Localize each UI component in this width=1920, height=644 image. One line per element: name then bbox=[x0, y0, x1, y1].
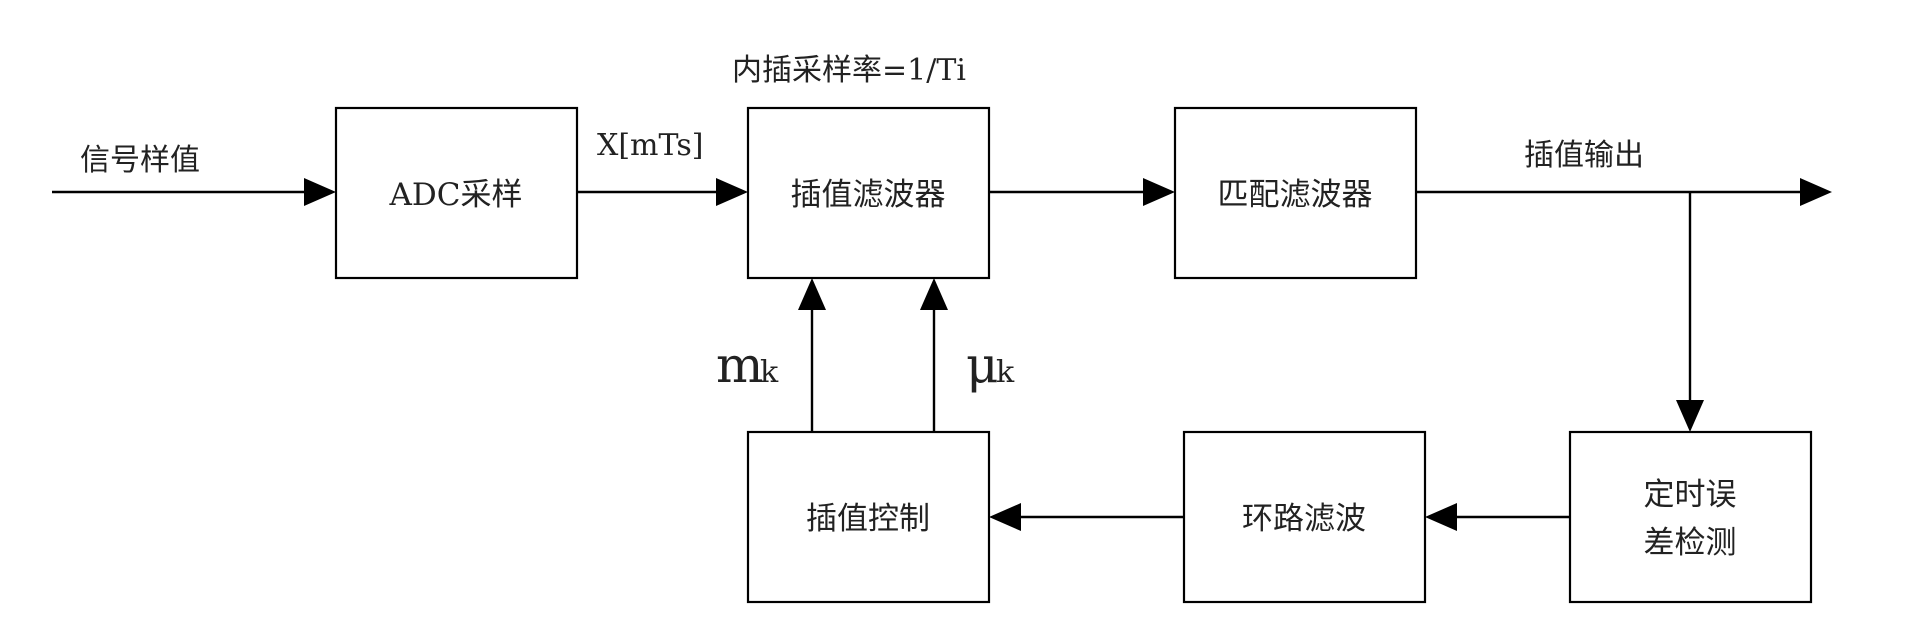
interpolation-control-block: 插值控制 bbox=[746, 430, 991, 604]
timing-error-detector-label-line1: 定时误 bbox=[1644, 477, 1737, 513]
timing-error-detector-block: 定时误 差检测 bbox=[1568, 430, 1813, 604]
interpolation-filter-label: 插值滤波器 bbox=[791, 177, 946, 213]
matched-filter-label: 匹配滤波器 bbox=[1218, 177, 1373, 213]
interpolation-filter-block: 插值滤波器 bbox=[746, 106, 991, 280]
interpolated-output-label: 插值输出 bbox=[1524, 138, 1644, 173]
feedback-branch-arrow bbox=[1676, 192, 1704, 432]
output-arrow bbox=[1416, 178, 1832, 206]
adc-sampling-label: ADC采样 bbox=[389, 177, 523, 213]
detector-to-loop-filter-arrow bbox=[1425, 503, 1570, 531]
loop-filter-label: 环路滤波 bbox=[1242, 501, 1366, 537]
loop-filter-to-interpolation-control-arrow bbox=[989, 503, 1184, 531]
muk-control-arrow bbox=[920, 278, 948, 432]
input-signal-arrow bbox=[52, 178, 336, 206]
mk-symbol: m bbox=[716, 336, 763, 394]
adc-to-interpolation-filter-arrow bbox=[577, 178, 748, 206]
loop-filter-block: 环路滤波 bbox=[1182, 430, 1427, 604]
mk-control-arrow bbox=[798, 278, 826, 432]
input-signal-label: 信号样值 bbox=[80, 143, 200, 178]
mk-subscript: k bbox=[760, 355, 779, 390]
matched-filter-block: 匹配滤波器 bbox=[1173, 106, 1418, 280]
adc-output-label: X[mTs] bbox=[597, 128, 703, 163]
muk-symbol: μ bbox=[966, 336, 999, 394]
muk-subscript: k bbox=[996, 355, 1015, 390]
mk-label: m k bbox=[716, 336, 779, 394]
adc-sampling-block: ADC采样 bbox=[334, 106, 579, 280]
interpolation-control-label: 插值控制 bbox=[806, 501, 930, 537]
interpolation-to-matched-filter-arrow bbox=[989, 178, 1175, 206]
timing-error-detector-label-line2: 差检测 bbox=[1644, 525, 1737, 561]
interpolation-rate-label: 内插采样率=1/Ti bbox=[732, 53, 966, 88]
muk-label: μ k bbox=[966, 336, 1015, 394]
